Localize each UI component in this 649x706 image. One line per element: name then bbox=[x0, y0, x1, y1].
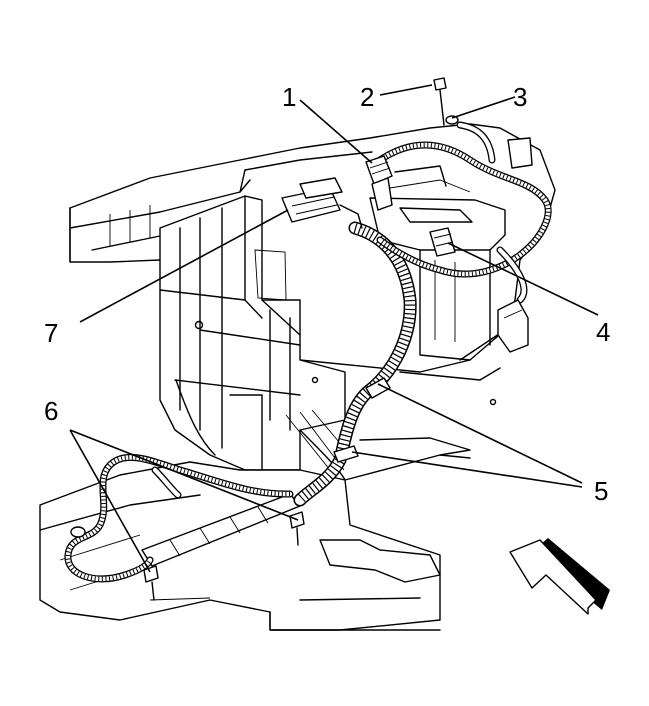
connector-7 bbox=[281, 177, 363, 229]
fastener-3 bbox=[445, 115, 459, 125]
battery-tray bbox=[369, 197, 506, 406]
callout-5: 5 bbox=[594, 476, 608, 506]
side-bracket bbox=[497, 137, 533, 353]
bolt-2 bbox=[433, 77, 447, 126]
bolt-6-left bbox=[143, 565, 159, 601]
connector-4 bbox=[429, 227, 456, 257]
radiator-support bbox=[159, 195, 351, 481]
callout-2: 2 bbox=[360, 82, 374, 112]
lower-left-harness bbox=[64, 453, 294, 583]
upper-wiring-harness bbox=[376, 121, 552, 304]
callout-4: 4 bbox=[596, 317, 610, 347]
callout-6: 6 bbox=[44, 396, 58, 426]
callout-1: 1 bbox=[282, 82, 296, 112]
callout-3: 3 bbox=[513, 82, 527, 112]
callout-labels: 1 2 3 4 5 6 7 bbox=[44, 82, 610, 506]
view-direction-arrow-icon bbox=[509, 538, 610, 615]
leader-lines bbox=[69, 84, 599, 573]
connector-1 bbox=[365, 155, 393, 211]
harness-clip-lower bbox=[333, 445, 359, 463]
harness-clip-upper bbox=[365, 377, 391, 399]
callout-7: 7 bbox=[44, 318, 58, 348]
grommet bbox=[70, 526, 86, 538]
